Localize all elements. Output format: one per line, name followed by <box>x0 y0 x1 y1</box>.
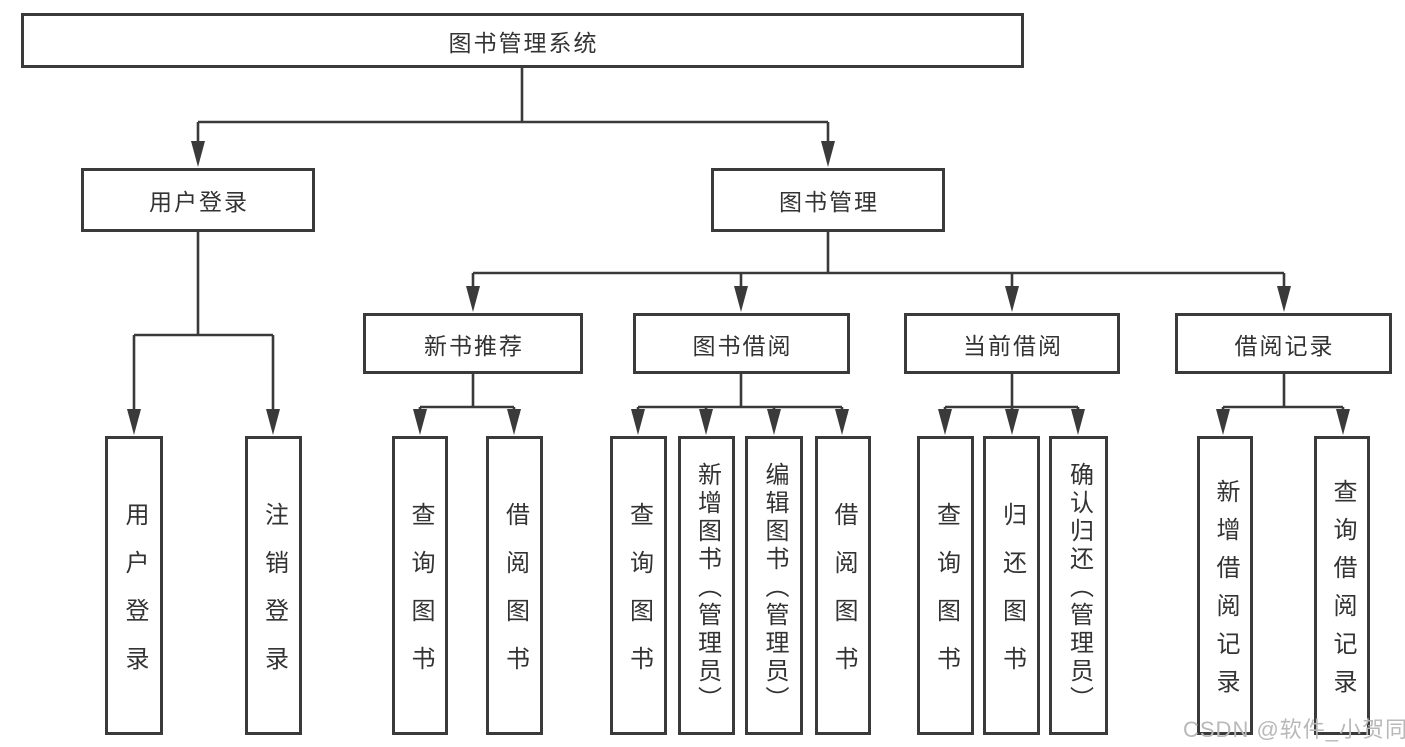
leaf-current-return-books: 归还图书 <box>983 436 1040 735</box>
node-new-book-recommend: 新书推荐 <box>363 313 583 374</box>
node-user-login: 用户登录 <box>81 168 315 232</box>
node-book-borrow: 图书借阅 <box>633 313 850 374</box>
node-current-borrow: 当前借阅 <box>904 313 1120 374</box>
leaf-logout: 注销登录 <box>245 436 302 735</box>
node-book-management: 图书管理 <box>711 168 945 232</box>
leaf-recommend-query-books: 查询图书 <box>392 436 448 735</box>
leaf-recommend-borrow-books: 借阅图书 <box>486 436 543 735</box>
watermark: CSDN @软件_小贺同学 <box>1183 717 1405 742</box>
leaf-borrow-query-books: 查询图书 <box>610 436 667 735</box>
leaf-current-confirm-return-admin: 确认归还（管理员） <box>1049 436 1108 735</box>
leaf-records-query-borrow-record: 查询借阅记录 <box>1314 436 1370 735</box>
leaf-records-add-borrow-record: 新增借阅记录 <box>1197 436 1253 735</box>
node-library-system: 图书管理系统 <box>21 13 1024 68</box>
leaf-borrow-edit-books-admin: 编辑图书（管理员） <box>745 436 803 735</box>
leaf-user-login: 用户登录 <box>105 436 163 735</box>
leaf-borrow-add-books-admin: 新增图书（管理员） <box>678 436 735 735</box>
leaf-current-query-books: 查询图书 <box>917 436 974 735</box>
node-borrow-records: 借阅记录 <box>1175 313 1392 374</box>
leaf-borrow-borrow-books: 借阅图书 <box>815 436 871 735</box>
